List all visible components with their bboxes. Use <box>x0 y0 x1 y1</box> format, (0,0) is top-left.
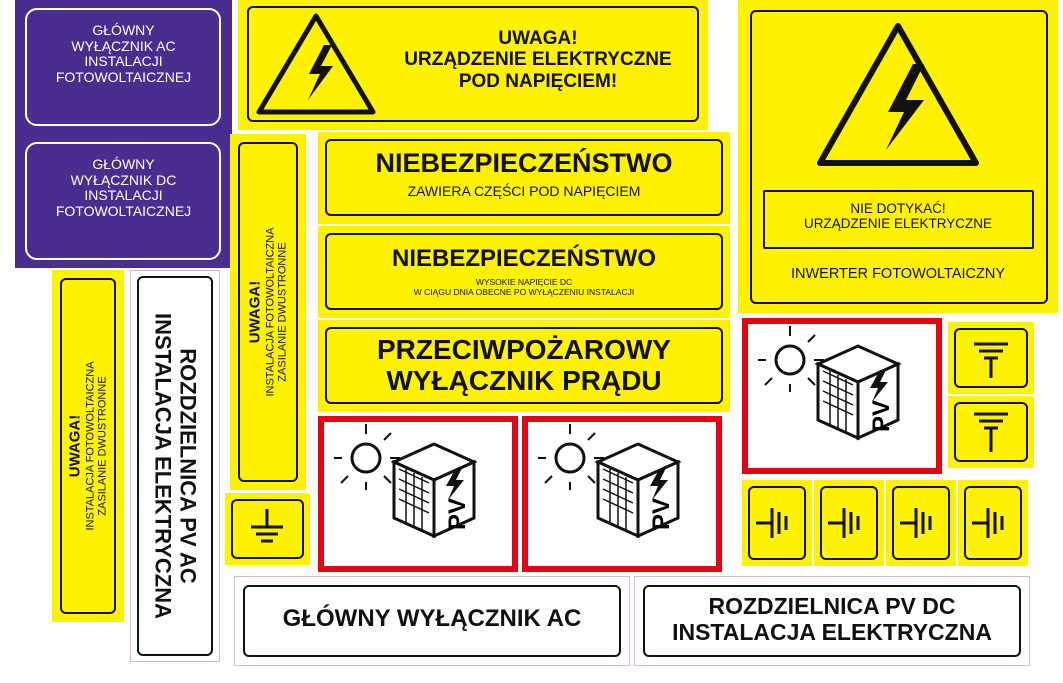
pv-ac-distribution-sign: ROZDZIELNICA PV AC INSTALACJA ELEKTRYCZN… <box>130 270 220 662</box>
earth-ground-icon <box>900 508 932 538</box>
ground-symbol-sign <box>958 480 1028 566</box>
pv-module-sign: PV <box>522 416 722 572</box>
danger-live-parts-sign: NIEBEZPIECZEŃSTWO ZAWIERA CZĘŚCI POD NAP… <box>318 132 730 224</box>
ground-symbol-sign <box>948 396 1034 468</box>
lightning-warning-icon <box>817 23 979 166</box>
earth-ground-icon <box>756 508 788 538</box>
ground-symbol-sign <box>814 480 884 566</box>
earth-ground-icon <box>974 342 1008 378</box>
ground-symbol-sign <box>225 493 310 565</box>
bidirectional-supply-warning-sign: UWAGA! INSTALACJA FOTOWOLTAICZNA ZASILAN… <box>230 134 306 490</box>
earth-ground-icon <box>974 412 1008 452</box>
pv-module-sign: PV <box>318 416 518 572</box>
pv-module-icon <box>538 424 682 539</box>
pv-label: PV <box>868 399 896 433</box>
bidirectional-supply-warning-sign: UWAGA! INSTALACJA FOTOWOLTAICZNA ZASILAN… <box>52 270 124 622</box>
pv-label: PV <box>648 497 676 531</box>
pv-module-icon <box>334 424 478 539</box>
pv-module-icon <box>758 326 902 441</box>
pv-label: PV <box>444 497 472 531</box>
ac-main-switch-label: GŁÓWNY WYŁĄCZNIK AC <box>234 576 630 666</box>
earth-ground-icon <box>251 509 283 543</box>
earth-ground-icon <box>972 508 1004 538</box>
earth-ground-icon <box>828 508 860 538</box>
ground-symbol-sign <box>948 322 1034 394</box>
inverter-sign: NIE DOTYKAĆ!URZĄDZENIE ELEKTRYCZNE INWER… <box>738 0 1058 313</box>
ground-symbol-sign <box>886 480 956 566</box>
pv-module-sign: PV <box>742 318 942 474</box>
ground-symbol-sign <box>742 480 812 566</box>
lightning-warning-icon <box>256 13 376 115</box>
